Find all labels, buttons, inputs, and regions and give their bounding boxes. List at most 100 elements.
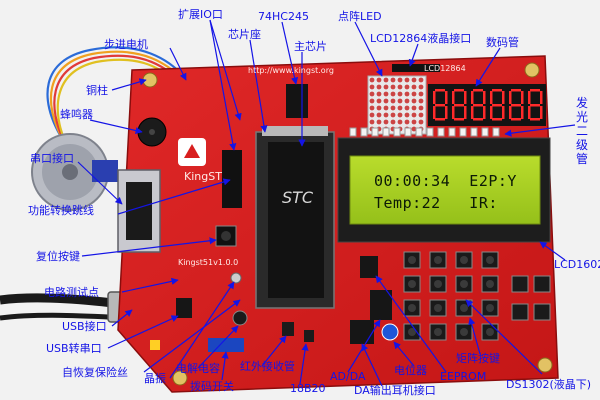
eeprom-chip [360,256,378,278]
matrix-dot [383,77,389,83]
label-usb: USB接口 [62,320,107,333]
function-key [511,303,529,321]
matrix-key [481,275,499,293]
label-reset: 复位按键 [36,250,80,263]
led-diode [481,127,489,137]
matrix-key [481,323,499,341]
matrix-dot [397,105,403,111]
board-version: Kingst51v1.0.0 [178,258,239,267]
led-diode [349,127,357,137]
matrix-key [455,323,473,341]
potentiometer-part [381,323,399,341]
matrix-key [455,299,473,317]
seg-digit [528,89,543,121]
matrix-dot [404,84,410,90]
matrix-key [455,275,473,293]
matrix-dot [390,91,396,97]
adda-chip [370,290,392,320]
label-adda: AD/DA [330,370,366,383]
board-url: http://www.kingst.org [248,66,334,75]
matrix-dot [376,91,382,97]
matrix-dot [383,112,389,118]
led-diode [404,127,412,137]
matrix-dot [369,119,375,125]
matrix-dot [369,91,375,97]
led-diode [360,127,368,137]
label-diode: 发光二级管 [576,96,589,166]
matrix-dot [397,98,403,104]
ds18b20-sensor [304,330,314,342]
serial-db9 [117,169,161,253]
matrix-dot [397,84,403,90]
matrix-dot [383,98,389,104]
function-key [533,303,551,321]
label-serial: 串口接口 [30,152,74,165]
expand-io-header [222,150,242,208]
matrix-dot [390,105,396,111]
matrix-dot [397,77,403,83]
matrix-dot [390,77,396,83]
label-copper: 铜柱 [86,84,108,97]
seg-digit [433,89,448,121]
matrix-dot [404,91,410,97]
matrix-key [429,275,447,293]
matrix-key [481,299,499,317]
matrix-dot [418,91,424,97]
matrix-dot [383,84,389,90]
matrix-dot [390,98,396,104]
label-lcd12864: LCD12864液晶接口 [370,32,472,45]
label-18b20: 18B20 [290,382,326,395]
usb-serial-chip [176,298,192,318]
label-buzzer: 蜂鸣器 [60,108,93,121]
matrix-dot [418,98,424,104]
board-brand: KingST [184,170,222,183]
label-main-chip: 主芯片 [294,40,327,53]
label-da-out: DA输出耳机接口 [354,384,436,397]
matrix-dot [376,105,382,111]
matrix-key [403,323,421,341]
matrix-dot [418,105,424,111]
seg-digit [490,89,505,121]
label-ir: 红外接收管 [240,360,295,373]
matrix-key [429,323,447,341]
matrix-dot [369,98,375,104]
seg-digit [452,89,467,121]
matrix-dot [404,98,410,104]
lcd-line-1: 00:00:34 E2P:Y [374,172,517,190]
matrix-dot [376,112,382,118]
matrix-dot [411,84,417,90]
matrix-dot [404,105,410,111]
led-diode-row [349,127,500,137]
matrix-dot [411,105,417,111]
fuse-part [150,340,160,350]
label-func-jumper: 功能转换跳线 [28,204,94,217]
lcd12864-silk: LCD12864 [424,64,466,73]
matrix-dot [411,91,417,97]
ir-receiver [282,322,294,336]
matrix-dot [390,112,396,118]
label-dip: 拨码开关 [190,380,234,393]
label-chip-socket: 芯片座 [228,28,261,41]
label-fuse: 自恢复保险丝 [62,366,128,379]
matrix-dot [376,98,382,104]
crystal-part [230,272,242,284]
matrix-dot [369,112,375,118]
matrix-dot [369,84,375,90]
label-usb-serial: USB转串口 [46,342,102,355]
seg-digit [509,89,524,121]
label-lcd1602: LCD1602 [554,258,600,271]
matrix-dot [411,112,417,118]
matrix-dot [418,112,424,118]
led-diode [470,127,478,137]
matrix-dot [397,112,403,118]
hc245-chip [286,84,308,118]
matrix-key [481,251,499,269]
stepper-motor [31,133,118,211]
matrix-dot [411,126,417,132]
matrix-dot [390,119,396,125]
led-diode [492,127,500,137]
function-key [533,275,551,293]
matrix-dot [411,98,417,104]
lcd12864-header [392,64,440,72]
